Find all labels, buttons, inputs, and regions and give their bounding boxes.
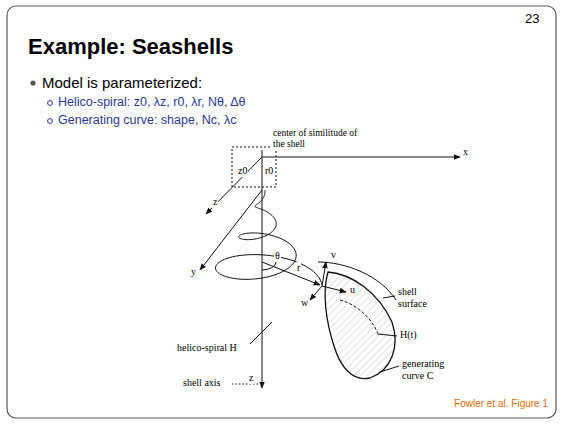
leader-line [378,334,397,336]
center-label: center of similitude of the shell [272,128,368,150]
vector-label: u [349,284,356,296]
axis-label: z0 [237,165,248,177]
part-label: helico-spiral H [176,342,238,354]
sub-bullet [48,101,53,106]
bullet-text: Model is parameterized: [42,74,202,91]
axis-label: z [248,372,254,384]
page-number: 23 [525,12,539,27]
sub-bullet-text: Generating curve: shape, Nc, λc [58,113,237,127]
slide-title: Example: Seashells [28,34,233,59]
tube-section-line [340,300,378,334]
helico-spiral [216,190,322,285]
vector-label: v [330,249,337,261]
leader-line [380,366,399,372]
sub-bullet-text: Helico-spiral: z0, λz, r0, λr, Nθ, Δθ [58,95,246,109]
vector-label: r [296,262,301,274]
bullet [30,80,35,85]
part-label: generating curve C [401,358,463,381]
shell-axis-line [262,150,263,388]
leader-line [383,296,395,298]
part-label: H(t) [399,329,418,341]
part-label: shell surface [397,286,445,309]
x-axis [262,157,460,158]
axis-label: r0 [264,165,274,177]
y-axis [200,190,262,270]
leader-line [232,384,259,385]
axis-label: y [190,266,197,278]
sub-bullet [48,119,53,124]
z-axis-diagonal [206,157,262,214]
detail-box [232,147,276,187]
w-vector [310,286,322,300]
slide-frame [7,6,556,418]
generating-curve [325,272,395,379]
figure-source: Fowler et al. Figure 1 [454,398,548,410]
theta-arc [262,262,276,270]
vector-label: w [300,297,309,309]
axis-label: z [212,196,218,208]
axis-label: x [462,146,469,158]
part-label: shell axis [182,377,222,389]
angle-label: θ [274,250,281,262]
leader-line [250,322,272,344]
